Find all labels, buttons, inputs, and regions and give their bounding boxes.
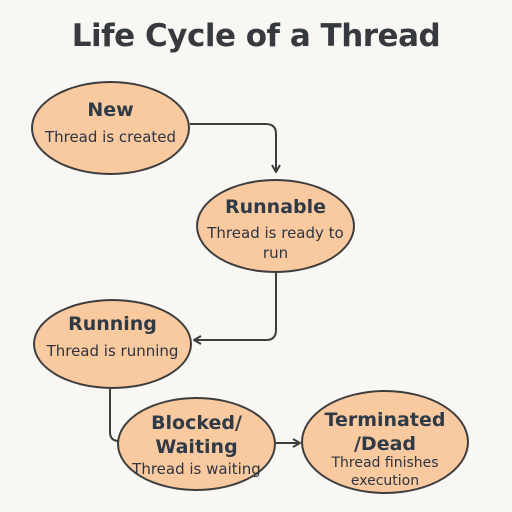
state-new-description: Thread is created xyxy=(44,128,177,146)
state-running-description: Thread is running xyxy=(46,342,179,360)
state-blocked-waiting-name: Blocked/ Waiting xyxy=(151,412,242,458)
state-new-name: New xyxy=(87,99,134,121)
state-terminated-name: Terminated /Dead xyxy=(324,409,446,455)
arrow-new-to-runnable xyxy=(190,123,281,173)
state-new: New Thread is created xyxy=(31,81,190,175)
state-terminated: Terminated /Dead Thread finishes executi… xyxy=(301,390,469,494)
state-runnable-name: Runnable xyxy=(224,196,327,218)
state-running-name: Running xyxy=(68,313,157,335)
diagram-title: Life Cycle of a Thread xyxy=(71,18,441,54)
state-runnable: Runnable Thread is ready to run xyxy=(196,179,355,273)
state-blocked-waiting: Blocked/ Waiting Thread is waiting xyxy=(117,397,276,491)
state-blocked-waiting-description: Thread is waiting xyxy=(132,460,261,478)
state-terminated-description: Thread finishes execution xyxy=(331,455,439,489)
arrow-runnable-to-running xyxy=(193,273,277,345)
state-runnable-description: Thread is ready to run xyxy=(207,224,344,262)
state-running: Running Thread is running xyxy=(33,299,192,389)
